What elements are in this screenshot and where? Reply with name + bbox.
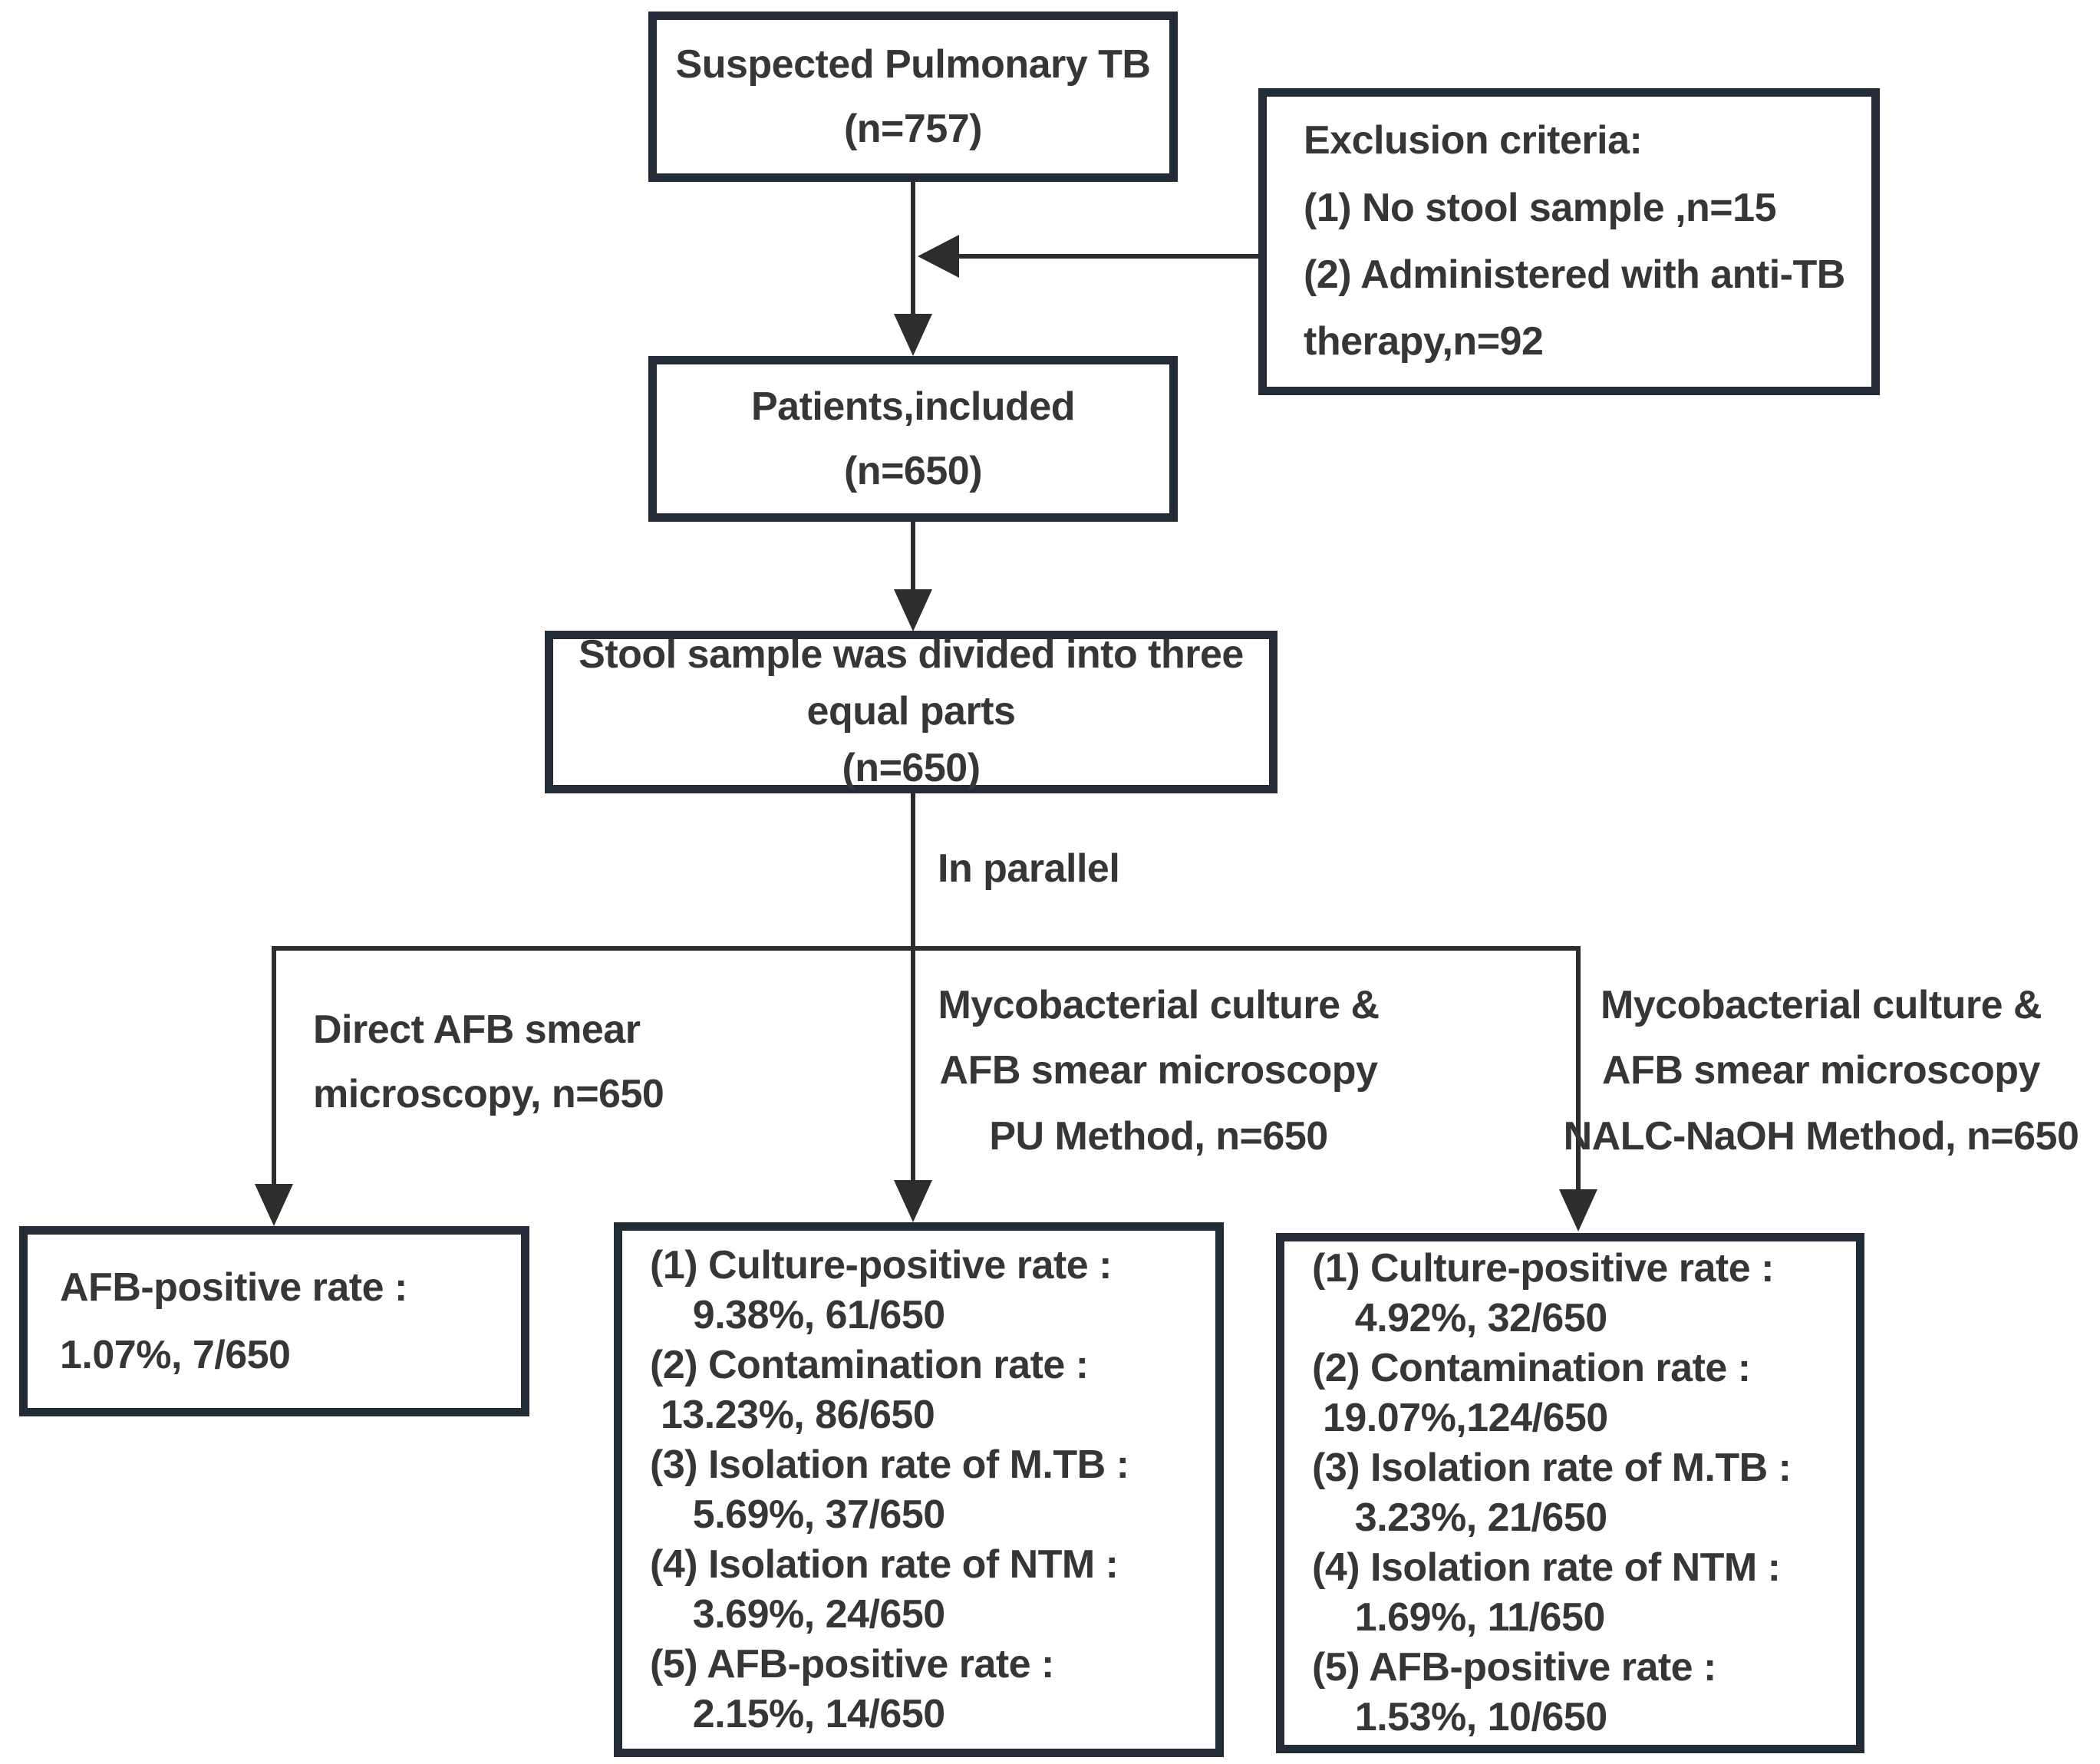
connector-suspected-included-line <box>911 180 915 317</box>
box-stool-sample: Stool sample was divided into three equa… <box>545 631 1277 793</box>
arrow-down-icon <box>894 1180 932 1222</box>
arrow-down-icon <box>255 1184 293 1226</box>
box-patients-included: Patients,included (n=650) <box>648 356 1178 522</box>
box-result-nalc-naoh-method: (1) Culture-positive rate : 4.92%, 32/65… <box>1276 1233 1864 1753</box>
box-result-pu-method: (1) Culture-positive rate : 9.38%, 61/65… <box>614 1222 1224 1757</box>
branch-right-line <box>1576 946 1581 1192</box>
arrow-down-icon <box>894 589 932 631</box>
in-parallel-label: In parallel <box>938 846 1120 891</box>
box-suspected-tb: Suspected Pulmonary TB (n=757) <box>648 12 1178 182</box>
connector-exclusion-line <box>944 254 1258 259</box>
arrow-down-icon <box>1559 1189 1597 1232</box>
arrow-down-icon <box>894 314 932 356</box>
branch-left-label: Direct AFB smear microscopy, n=650 <box>313 1007 664 1117</box>
connector-included-stool-line <box>911 522 915 592</box>
box-result-afb-smear: AFB-positive rate : 1.07%, 7/650 <box>19 1226 529 1416</box>
connector-stool-split-line <box>911 793 915 951</box>
box-exclusion-criteria: Exclusion criteria: (1) No stool sample … <box>1258 88 1880 395</box>
branch-left-line <box>272 946 276 1186</box>
branch-right-label: Mycobacterial culture & AFB smear micros… <box>1563 983 2079 1159</box>
branch-mid-label: Mycobacterial culture & AFB smear micros… <box>938 983 1380 1159</box>
parallel-split-line <box>272 946 1581 951</box>
arrow-left-icon <box>918 235 959 278</box>
branch-mid-line <box>911 951 915 1182</box>
